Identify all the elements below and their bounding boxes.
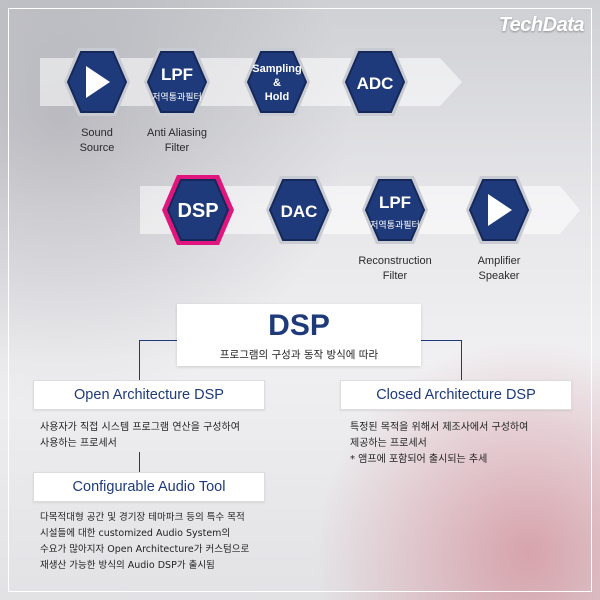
hex-dsp-highlight: DSP bbox=[162, 175, 234, 245]
play-icon bbox=[488, 194, 512, 226]
connector-tool-vertical bbox=[139, 452, 140, 472]
desc-line: 사용자가 직접 시스템 프로그램 연산을 구성하여 bbox=[40, 422, 240, 433]
caption-reconstruction: Reconstruction Filter bbox=[345, 254, 445, 284]
caption-anti-aliasing: Anti Aliasing Filter bbox=[127, 126, 227, 156]
hex-sampling-hold: Sampling & Hold bbox=[244, 48, 310, 116]
caption-line: Filter bbox=[164, 142, 190, 154]
hex-lpf-anti-aliasing: LPF 저역통과필터 bbox=[144, 48, 210, 116]
hex-line: Hold bbox=[265, 91, 289, 103]
hex-title: LPF bbox=[161, 65, 193, 84]
hex-amplifier-speaker bbox=[466, 176, 532, 244]
dsp-title: DSP bbox=[268, 309, 330, 342]
desc-line: 시설들에 대한 customized Audio System의 bbox=[40, 528, 231, 539]
desc-line: 사용하는 프로세서 bbox=[40, 438, 117, 449]
caption-line: Speaker bbox=[478, 270, 520, 282]
hex-sound-source bbox=[64, 48, 130, 116]
caption-line: Anti Aliasing bbox=[147, 127, 207, 139]
closed-architecture-desc: 특정된 목적을 위해서 제조사에서 구성하여 제공하는 프로세서 * 앰프에 포… bbox=[350, 420, 590, 468]
hex-line: Sampling bbox=[252, 63, 302, 75]
desc-line: 특정된 목적을 위해서 제조사에서 구성하여 bbox=[350, 422, 529, 433]
hex-subtitle: 저역통과필터 bbox=[152, 91, 202, 103]
caption-amplifier-speaker: Amplifier Speaker bbox=[449, 254, 549, 284]
caption-line: Amplifier bbox=[477, 255, 521, 267]
desc-line: 다목적대형 공간 및 경기장 테마파크 등의 특수 목적 bbox=[40, 512, 245, 523]
dsp-subtitle: 프로그램의 구성과 동작 방식에 따라 bbox=[219, 349, 379, 361]
caption-line: Reconstruction bbox=[358, 255, 432, 267]
desc-line: 제공하는 프로세서 bbox=[350, 438, 427, 449]
hex-title: LPF bbox=[379, 193, 411, 212]
caption-line: Filter bbox=[382, 270, 408, 282]
hex-line: & bbox=[273, 77, 281, 89]
connector-right-vertical bbox=[461, 340, 462, 380]
caption-line: Sound bbox=[81, 127, 113, 139]
connector-left-vertical bbox=[139, 340, 140, 380]
hex-adc: ADC bbox=[342, 48, 408, 116]
connector-right-horizontal bbox=[421, 340, 462, 341]
caption-line: Source bbox=[79, 142, 115, 154]
caption-sound-source: Sound Source bbox=[47, 126, 147, 156]
open-architecture-desc: 사용자가 직접 시스템 프로그램 연산을 구성하여 사용하는 프로세서 bbox=[40, 420, 290, 452]
configurable-audio-tool-label: Configurable Audio Tool bbox=[33, 472, 265, 502]
hex-title: ADC bbox=[357, 74, 394, 93]
hex-lpf-reconstruction: LPF 저역통과필터 bbox=[362, 176, 428, 244]
hex-title: DAC bbox=[281, 202, 318, 221]
frame-border bbox=[8, 8, 592, 592]
flow-band-row2 bbox=[140, 186, 580, 234]
desc-line: 수요가 많아지자 Open Architecture가 커스텀으로 bbox=[40, 544, 250, 555]
hex-dac: DAC bbox=[266, 176, 332, 244]
play-icon bbox=[86, 66, 110, 98]
dsp-classification-box: DSP 프로그램의 구성과 동작 방식에 따라 bbox=[177, 304, 421, 366]
brand-logo: TechData bbox=[498, 14, 585, 36]
hex-subtitle: 저역통과필터 bbox=[370, 219, 420, 231]
closed-architecture-label: Closed Architecture DSP bbox=[340, 380, 572, 410]
desc-line: 재생산 가능한 방식의 Audio DSP가 출시됨 bbox=[40, 560, 215, 571]
configurable-audio-tool-desc: 다목적대형 공간 및 경기장 테마파크 등의 특수 목적 시설들에 대한 cus… bbox=[40, 510, 300, 574]
connector-left-horizontal bbox=[139, 340, 177, 341]
hex-title: DSP bbox=[177, 200, 218, 222]
open-architecture-label: Open Architecture DSP bbox=[33, 380, 265, 410]
desc-line: * 앰프에 포함되어 출시되는 추세 bbox=[350, 454, 488, 465]
